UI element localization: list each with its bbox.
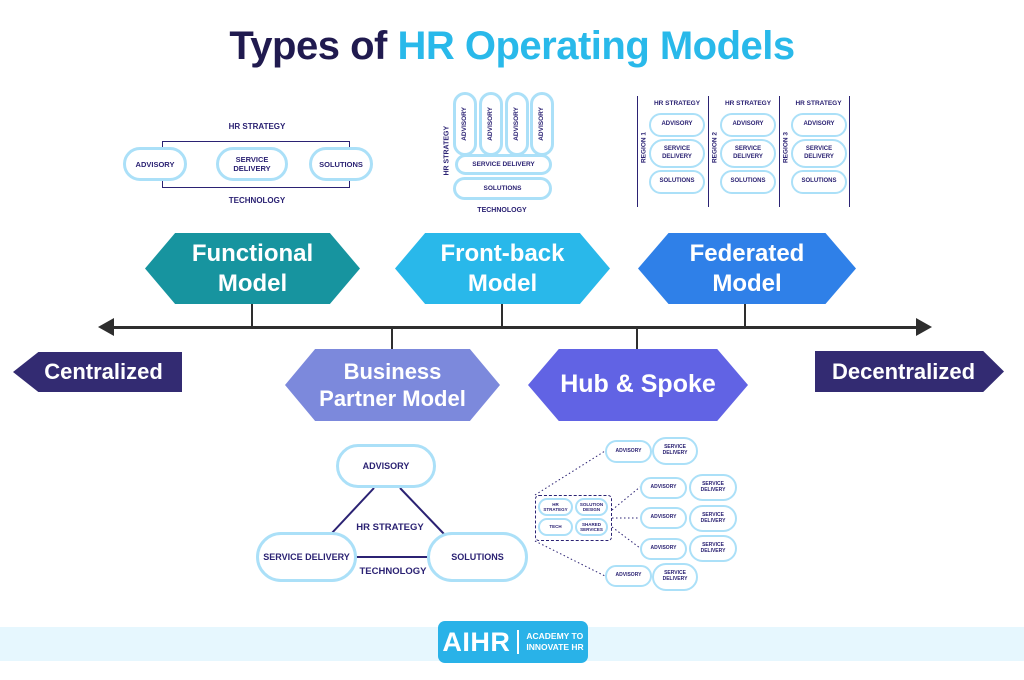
connector-hub-spoke xyxy=(636,329,638,349)
pill-label: ADVISORY xyxy=(461,107,469,141)
hexagon-federated-model: Federated Model xyxy=(638,233,856,304)
spoke-5-advisory: ADVISORY xyxy=(605,565,652,587)
hexagon-business-partner-model: Business Partner Model xyxy=(285,349,500,421)
functional-pill-service-delivery: SERVICE DELIVERY xyxy=(216,147,288,181)
region-2-pill-advisory: ADVISORY xyxy=(720,113,776,137)
functional-hr-strategy-label: HR STRATEGY xyxy=(228,122,286,131)
hub-pill-tech: TECH xyxy=(538,518,573,536)
aihr-tagline: ACADEMY TO INNOVATE HR xyxy=(526,631,583,653)
region-2-pill-solutions: SOLUTIONS xyxy=(720,170,776,194)
logo-divider xyxy=(517,630,520,654)
bp-pill-solutions: SOLUTIONS xyxy=(427,532,528,582)
triangle-lines xyxy=(330,487,445,558)
hexagon-label-line1: Functional xyxy=(191,239,314,267)
aihr-tagline-line1: ACADEMY TO xyxy=(526,630,584,641)
hexagon-hub-and-spoke: Hub & Spoke xyxy=(528,349,748,421)
functional-pill-solutions: SOLUTIONS xyxy=(309,147,373,181)
centralized-pointer: Centralized xyxy=(13,352,182,392)
federated-model-diagram: REGION 1 HR STRATEGY ADVISORY SERVICE DE… xyxy=(637,96,850,207)
pill-label: ADVISORY xyxy=(513,107,521,141)
hexagon-label-line2: Model xyxy=(467,269,538,297)
hexagon-label-line1: Business xyxy=(343,358,442,384)
spectrum-axis-line xyxy=(103,326,927,329)
aihr-logo: AIHR ACADEMY TO INNOVATE HR xyxy=(438,621,588,663)
functional-technology-label: TECHNOLOGY xyxy=(228,196,286,205)
federated-region-3: REGION 3 HR STRATEGY ADVISORY SERVICE DE… xyxy=(779,96,850,207)
spoke-4-service-delivery: SERVICE DELIVERY xyxy=(689,535,737,562)
hub-pill-hr-strategy: HR STRATEGY xyxy=(538,498,573,516)
connector-federated xyxy=(744,304,746,326)
spoke-2-advisory: ADVISORY xyxy=(640,477,687,499)
title-highlight: HR Operating Models xyxy=(397,24,795,68)
hexagon-label-line1: Hub & Spoke xyxy=(560,370,716,399)
hub-pill-solution-design: SOLUTION DESIGN xyxy=(575,498,608,516)
region-3-pill-advisory: ADVISORY xyxy=(791,113,847,137)
spoke-4-advisory: ADVISORY xyxy=(640,538,687,560)
front-back-pill-service-delivery: SERVICE DELIVERY xyxy=(455,154,552,175)
functional-model-diagram: HR STRATEGY ADVISORY SERVICE DELIVERY SO… xyxy=(122,122,392,207)
front-back-pill-advisory-1: ADVISORY xyxy=(453,92,477,156)
region-1-pill-solutions: SOLUTIONS xyxy=(649,170,705,194)
region-3-label: REGION 3 xyxy=(782,131,790,164)
region-3-hr-strategy: HR STRATEGY xyxy=(795,100,842,107)
page-title: Types of HR Operating Models xyxy=(0,24,1024,69)
title-prefix: Types of xyxy=(229,24,398,68)
hub-spoke-diagram: HR STRATEGY SOLUTION DESIGN TECH SHARED … xyxy=(530,432,748,594)
aihr-logo-text: AIHR xyxy=(442,626,511,657)
spoke-3-advisory: ADVISORY xyxy=(640,507,687,529)
spoke-3-service-delivery: SERVICE DELIVERY xyxy=(689,505,737,532)
spoke-1-advisory: ADVISORY xyxy=(605,440,652,463)
spoke-2-service-delivery: SERVICE DELIVERY xyxy=(689,474,737,501)
bp-hr-strategy-label: HR STRATEGY xyxy=(356,522,424,533)
connector-business-partner xyxy=(391,329,393,349)
functional-pill-advisory: ADVISORY xyxy=(123,147,187,181)
spoke-5-service-delivery: SERVICE DELIVERY xyxy=(652,563,698,591)
hub-box: HR STRATEGY SOLUTION DESIGN TECH SHARED … xyxy=(535,495,612,541)
axis-right-arrow-icon xyxy=(916,318,932,336)
business-partner-diagram: ADVISORY SERVICE DELIVERY SOLUTIONS HR S… xyxy=(250,438,540,588)
aihr-tagline-line2: INNOVATE HR xyxy=(526,642,584,652)
front-back-pill-advisory-4: ADVISORY xyxy=(530,92,554,156)
connector-functional xyxy=(251,304,253,326)
hexagon-front-back-model: Front-back Model xyxy=(395,233,610,304)
spoke-dotted-lines xyxy=(534,450,641,577)
bp-pill-service-delivery: SERVICE DELIVERY xyxy=(256,532,357,582)
hexagon-label-line2: Model xyxy=(712,269,782,297)
federated-region-2: REGION 2 HR STRATEGY ADVISORY SERVICE DE… xyxy=(708,96,779,207)
region-2-label: REGION 2 xyxy=(711,131,719,164)
region-3-pill-solutions: SOLUTIONS xyxy=(791,170,847,194)
front-back-hr-strategy-label: HR STRATEGY xyxy=(443,125,451,176)
decentralized-pointer: Decentralized xyxy=(815,351,1004,392)
front-back-pill-solutions: SOLUTIONS xyxy=(453,177,552,200)
region-1-pill-service-delivery: SERVICE DELIVERY xyxy=(649,139,705,168)
hexagon-label-line1: Front-back xyxy=(440,239,565,267)
hexagon-label-line2: Model xyxy=(217,269,288,297)
hexagon-label-line2: Partner Model xyxy=(319,386,466,411)
hub-pill-shared-services: SHARED SERVICES xyxy=(575,518,608,536)
axis-left-arrow-icon xyxy=(98,318,114,336)
region-1-hr-strategy: HR STRATEGY xyxy=(653,100,701,107)
front-back-technology-label: TECHNOLOGY xyxy=(477,207,527,214)
pill-label: ADVISORY xyxy=(487,107,495,141)
front-back-pill-advisory-2: ADVISORY xyxy=(479,92,503,156)
region-2-hr-strategy: HR STRATEGY xyxy=(724,100,772,107)
region-1-label: REGION 1 xyxy=(640,131,648,164)
bp-pill-advisory: ADVISORY xyxy=(336,444,436,488)
hexagon-label-line1: Federated xyxy=(689,239,805,267)
region-1-pill-advisory: ADVISORY xyxy=(649,113,705,137)
hexagon-functional-model: Functional Model xyxy=(145,233,360,304)
bp-technology-label: TECHNOLOGY xyxy=(359,566,427,577)
region-3-pill-service-delivery: SERVICE DELIVERY xyxy=(791,139,847,168)
pill-label: ADVISORY xyxy=(538,107,546,141)
connector-front-back xyxy=(501,304,503,326)
front-back-pill-advisory-3: ADVISORY xyxy=(505,92,529,156)
spoke-1-service-delivery: SERVICE DELIVERY xyxy=(652,437,698,465)
front-back-model-diagram: HR STRATEGY ADVISORY ADVISORY ADVISORY A… xyxy=(437,90,567,218)
region-2-pill-service-delivery: SERVICE DELIVERY xyxy=(720,139,776,168)
federated-region-1: REGION 1 HR STRATEGY ADVISORY SERVICE DE… xyxy=(637,96,708,207)
